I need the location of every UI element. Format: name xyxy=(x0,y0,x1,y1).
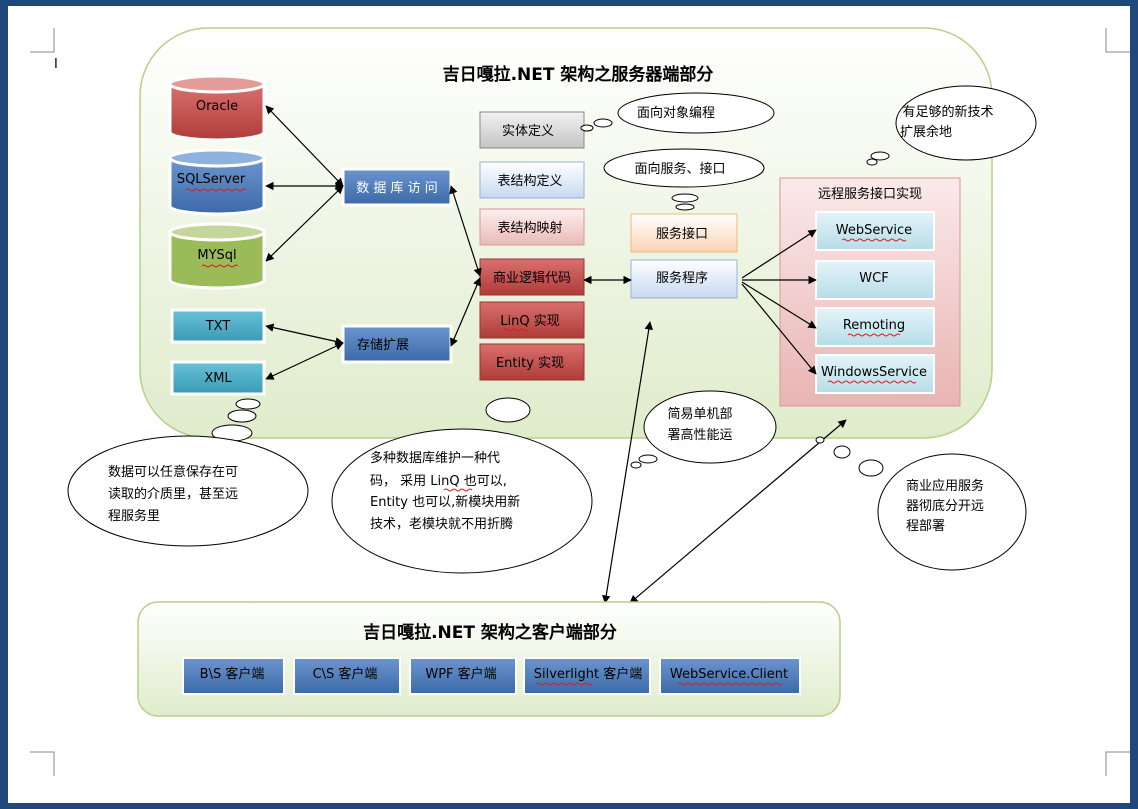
remote-webservice: WebService xyxy=(815,211,935,251)
db-access-label: 数 据 库 访 问 xyxy=(356,180,438,196)
layer-label-table-map: 表结构映射 xyxy=(497,220,562,236)
client-wpf: WPF 客户端 xyxy=(409,657,517,695)
client-webservice-client: WebService.Client xyxy=(659,657,801,695)
callout-separate-deploy-line3: 程部署 xyxy=(906,519,945,534)
client-bs: B\S 客户端 xyxy=(182,657,285,695)
client-label-bs: B\S 客户端 xyxy=(200,666,265,682)
callout-db-note-line1: 多种数据库维护一种代 xyxy=(370,450,500,466)
callout-db-note-line4: 技术，老模块就不用折腾 xyxy=(370,516,513,532)
layer-label-entity-def: 实体定义 xyxy=(502,124,554,139)
remote-label-remoting: Remoting xyxy=(843,318,905,333)
remote-label-wcf: WCF xyxy=(859,271,888,286)
service-program-label: 服务程序 xyxy=(656,270,708,286)
layer-label-table-def: 表结构定义 xyxy=(497,174,562,189)
remote-wcf: WCF xyxy=(815,260,935,300)
layer-label-linq: LinQ 实现 xyxy=(500,314,559,329)
callout-separate-deploy: 商业应用服务 器彻底分开远 程部署 xyxy=(815,436,1027,571)
connectors xyxy=(265,105,847,604)
service-interface-box: 服务接口 xyxy=(630,213,738,253)
file-label-xml: XML xyxy=(204,371,232,386)
layer-entity-def: 实体定义 xyxy=(479,111,585,149)
architecture-diagram: I 吉日嘎拉.NET 架构之服务器端部分 Oracle SQLServer MY… xyxy=(30,27,1130,776)
layer-table-def: 表结构定义 xyxy=(479,161,585,199)
service-interface-label: 服务接口 xyxy=(656,226,708,242)
client-label-wpf: WPF 客户端 xyxy=(425,666,496,682)
callout-storage-note-line3: 程服务里 xyxy=(108,508,160,524)
callout-simple-deploy-line2: 署高性能运 xyxy=(667,427,732,443)
callout-new-tech-line1: 有足够的新技术 xyxy=(902,104,993,120)
client-title: 吉日嘎拉.NET 架构之客户端部分 xyxy=(363,622,617,643)
remote-windowsservice: WindowsService xyxy=(815,354,935,394)
callout-oop: 面向对象编程 xyxy=(580,92,775,134)
remote-remoting: Remoting xyxy=(815,307,935,347)
db-label-mysql: MYSql xyxy=(197,248,236,263)
layer-entity: Entity 实现 xyxy=(479,343,585,381)
callout-simple-deploy: 简易单机部 署高性能运 xyxy=(630,390,777,469)
callout-oop-text: 面向对象编程 xyxy=(637,105,715,121)
client-silverlight: Silverlight 客户端 xyxy=(523,657,651,695)
text-cursor: I xyxy=(54,57,58,72)
client-label-cs: C\S 客户端 xyxy=(313,666,378,682)
callout-separate-deploy-line1: 商业应用服务 xyxy=(906,478,984,494)
callout-new-tech-line2: 扩展余地 xyxy=(900,124,952,140)
layer-table-map: 表结构映射 xyxy=(479,208,585,246)
callout-soa-text: 面向服务、接口 xyxy=(634,161,725,177)
service-program-box: 服务程序 xyxy=(630,259,738,299)
database-mysql: MYSql xyxy=(168,222,266,290)
layer-label-business-logic: 商业逻辑代码 xyxy=(493,271,571,286)
callout-storage-note-line2: 读取的介质里，甚至远 xyxy=(108,486,238,502)
callout-db-note-line2: 码， 采用 LinQ 也可以, xyxy=(370,474,507,489)
client-cs: C\S 客户端 xyxy=(293,657,401,695)
callout-separate-deploy-line2: 器彻底分开远 xyxy=(906,498,984,514)
callout-storage-note-line1: 数据可以任意保存在可 xyxy=(108,464,238,480)
callout-db-note-line3: Entity 也可以,新模块用新 xyxy=(370,494,520,510)
callout-db-note: 多种数据库维护一种代 码， 采用 LinQ 也可以, Entity 也可以,新模… xyxy=(331,397,593,574)
callout-simple-deploy-line1: 简易单机部 xyxy=(667,406,732,422)
storage-ext-box: 存储扩展 xyxy=(341,324,453,364)
callout-new-tech: 有足够的新技术 扩展余地 xyxy=(866,85,1037,166)
server-title: 吉日嘎拉.NET 架构之服务器端部分 xyxy=(443,64,714,85)
callout-storage-note: 数据可以任意保存在可 读取的介质里，甚至远 程服务里 xyxy=(67,398,309,547)
db-label-oracle: Oracle xyxy=(196,99,238,114)
db-label-sqlserver: SQLServer xyxy=(177,172,246,187)
database-oracle: Oracle xyxy=(168,74,266,142)
file-xml: XML xyxy=(170,360,266,396)
file-label-txt: TXT xyxy=(205,319,231,334)
remote-title: 远程服务接口实现 xyxy=(818,186,922,202)
database-sqlserver: SQLServer xyxy=(168,148,266,216)
spellcheck-underlines xyxy=(185,188,917,686)
layer-linq: LinQ 实现 xyxy=(479,301,585,339)
crop-marks xyxy=(30,28,1130,776)
storage-ext-label: 存储扩展 xyxy=(357,338,409,353)
layer-business-logic: 商业逻辑代码 xyxy=(479,258,585,296)
layer-label-entity: Entity 实现 xyxy=(496,356,564,371)
remote-label-webservice: WebService xyxy=(836,223,912,238)
client-label-webservice-client: WebService.Client xyxy=(670,667,788,682)
client-label-silverlight: Silverlight 客户端 xyxy=(534,666,642,682)
db-access-box: 数 据 库 访 问 xyxy=(341,167,453,207)
remote-label-windowsservice: WindowsService xyxy=(821,365,927,380)
document-page: I 吉日嘎拉.NET 架构之服务器端部分 Oracle SQLServer MY… xyxy=(8,6,1130,803)
file-txt: TXT xyxy=(170,308,266,344)
callout-soa: 面向服务、接口 xyxy=(603,148,765,211)
